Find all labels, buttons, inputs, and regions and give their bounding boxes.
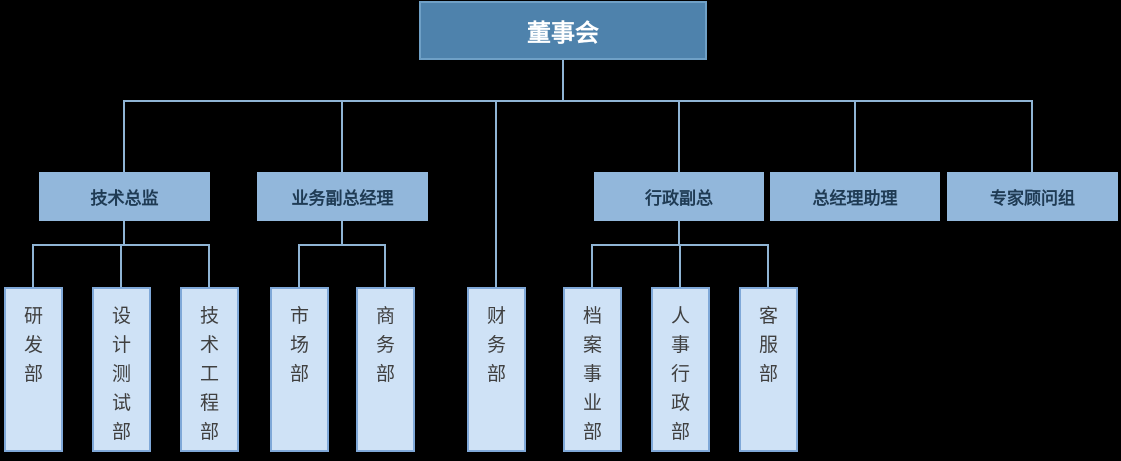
- connector-main-rail: [123, 100, 1033, 102]
- connector-admin-stem: [678, 221, 680, 245]
- connector-root-stem: [562, 60, 564, 100]
- dept-node-rd: 研发部: [4, 287, 63, 452]
- connector-tech-drop-3: [208, 244, 210, 287]
- dept-node-finance-label: 财务部: [486, 306, 506, 385]
- node-board-of-directors: 董事会: [419, 1, 707, 60]
- node-board-label: 董事会: [527, 20, 599, 47]
- connector-business-rail: [298, 244, 386, 246]
- node-business-deputy-gm-label: 业务副总经理: [291, 189, 394, 208]
- dept-node-archives-business-label: 档案事业部: [582, 306, 602, 443]
- connector-business-drop-1: [298, 244, 300, 287]
- dept-node-finance: 财务部: [467, 287, 526, 452]
- connector-drop-finance: [495, 100, 497, 287]
- connector-admin-drop-3: [767, 244, 769, 287]
- connector-admin-drop-1: [591, 244, 593, 287]
- dept-node-rd-label: 研发部: [23, 306, 43, 385]
- connector-business-drop-2: [384, 244, 386, 287]
- connector-drop-tech-director: [123, 100, 125, 172]
- connector-tech-drop-2: [120, 244, 122, 287]
- dept-node-design-testing-label: 设计测试部: [111, 306, 131, 443]
- node-admin-deputy-gm: 行政副总: [594, 172, 764, 221]
- node-expert-advisory-group-label: 专家顾问组: [990, 189, 1075, 208]
- dept-node-tech-engineering: 技术工程部: [180, 287, 239, 452]
- connector-admin-drop-2: [679, 244, 681, 287]
- node-expert-advisory-group: 专家顾问组: [947, 172, 1118, 221]
- connector-drop-admin-deputy: [678, 100, 680, 172]
- connector-tech-drop-1: [32, 244, 34, 287]
- connector-drop-expert-group: [1031, 100, 1033, 172]
- node-gm-assistant: 总经理助理: [770, 172, 940, 221]
- dept-node-tech-engineering-label: 技术工程部: [199, 306, 219, 443]
- node-admin-deputy-gm-label: 行政副总: [645, 189, 713, 208]
- dept-node-customer-service: 客服部: [739, 287, 798, 452]
- node-business-deputy-gm: 业务副总经理: [257, 172, 428, 221]
- dept-node-design-testing: 设计测试部: [92, 287, 151, 452]
- dept-node-hr-admin-label: 人事行政部: [670, 306, 690, 443]
- dept-node-archives-business: 档案事业部: [563, 287, 622, 452]
- node-tech-director-label: 技术总监: [90, 189, 159, 208]
- node-tech-director: 技术总监: [39, 172, 210, 221]
- node-gm-assistant-label: 总经理助理: [812, 189, 898, 208]
- connector-tech-stem: [123, 221, 125, 245]
- dept-node-customer-service-label: 客服部: [758, 306, 778, 385]
- dept-node-commerce: 商务部: [356, 287, 415, 452]
- dept-node-marketing: 市场部: [270, 287, 329, 452]
- connector-drop-business-deputy: [341, 100, 343, 172]
- connector-drop-gm-assistant: [854, 100, 856, 172]
- dept-node-commerce-label: 商务部: [375, 306, 395, 385]
- dept-node-marketing-label: 市场部: [289, 306, 309, 385]
- dept-node-hr-admin: 人事行政部: [651, 287, 710, 452]
- connector-business-stem: [341, 221, 343, 245]
